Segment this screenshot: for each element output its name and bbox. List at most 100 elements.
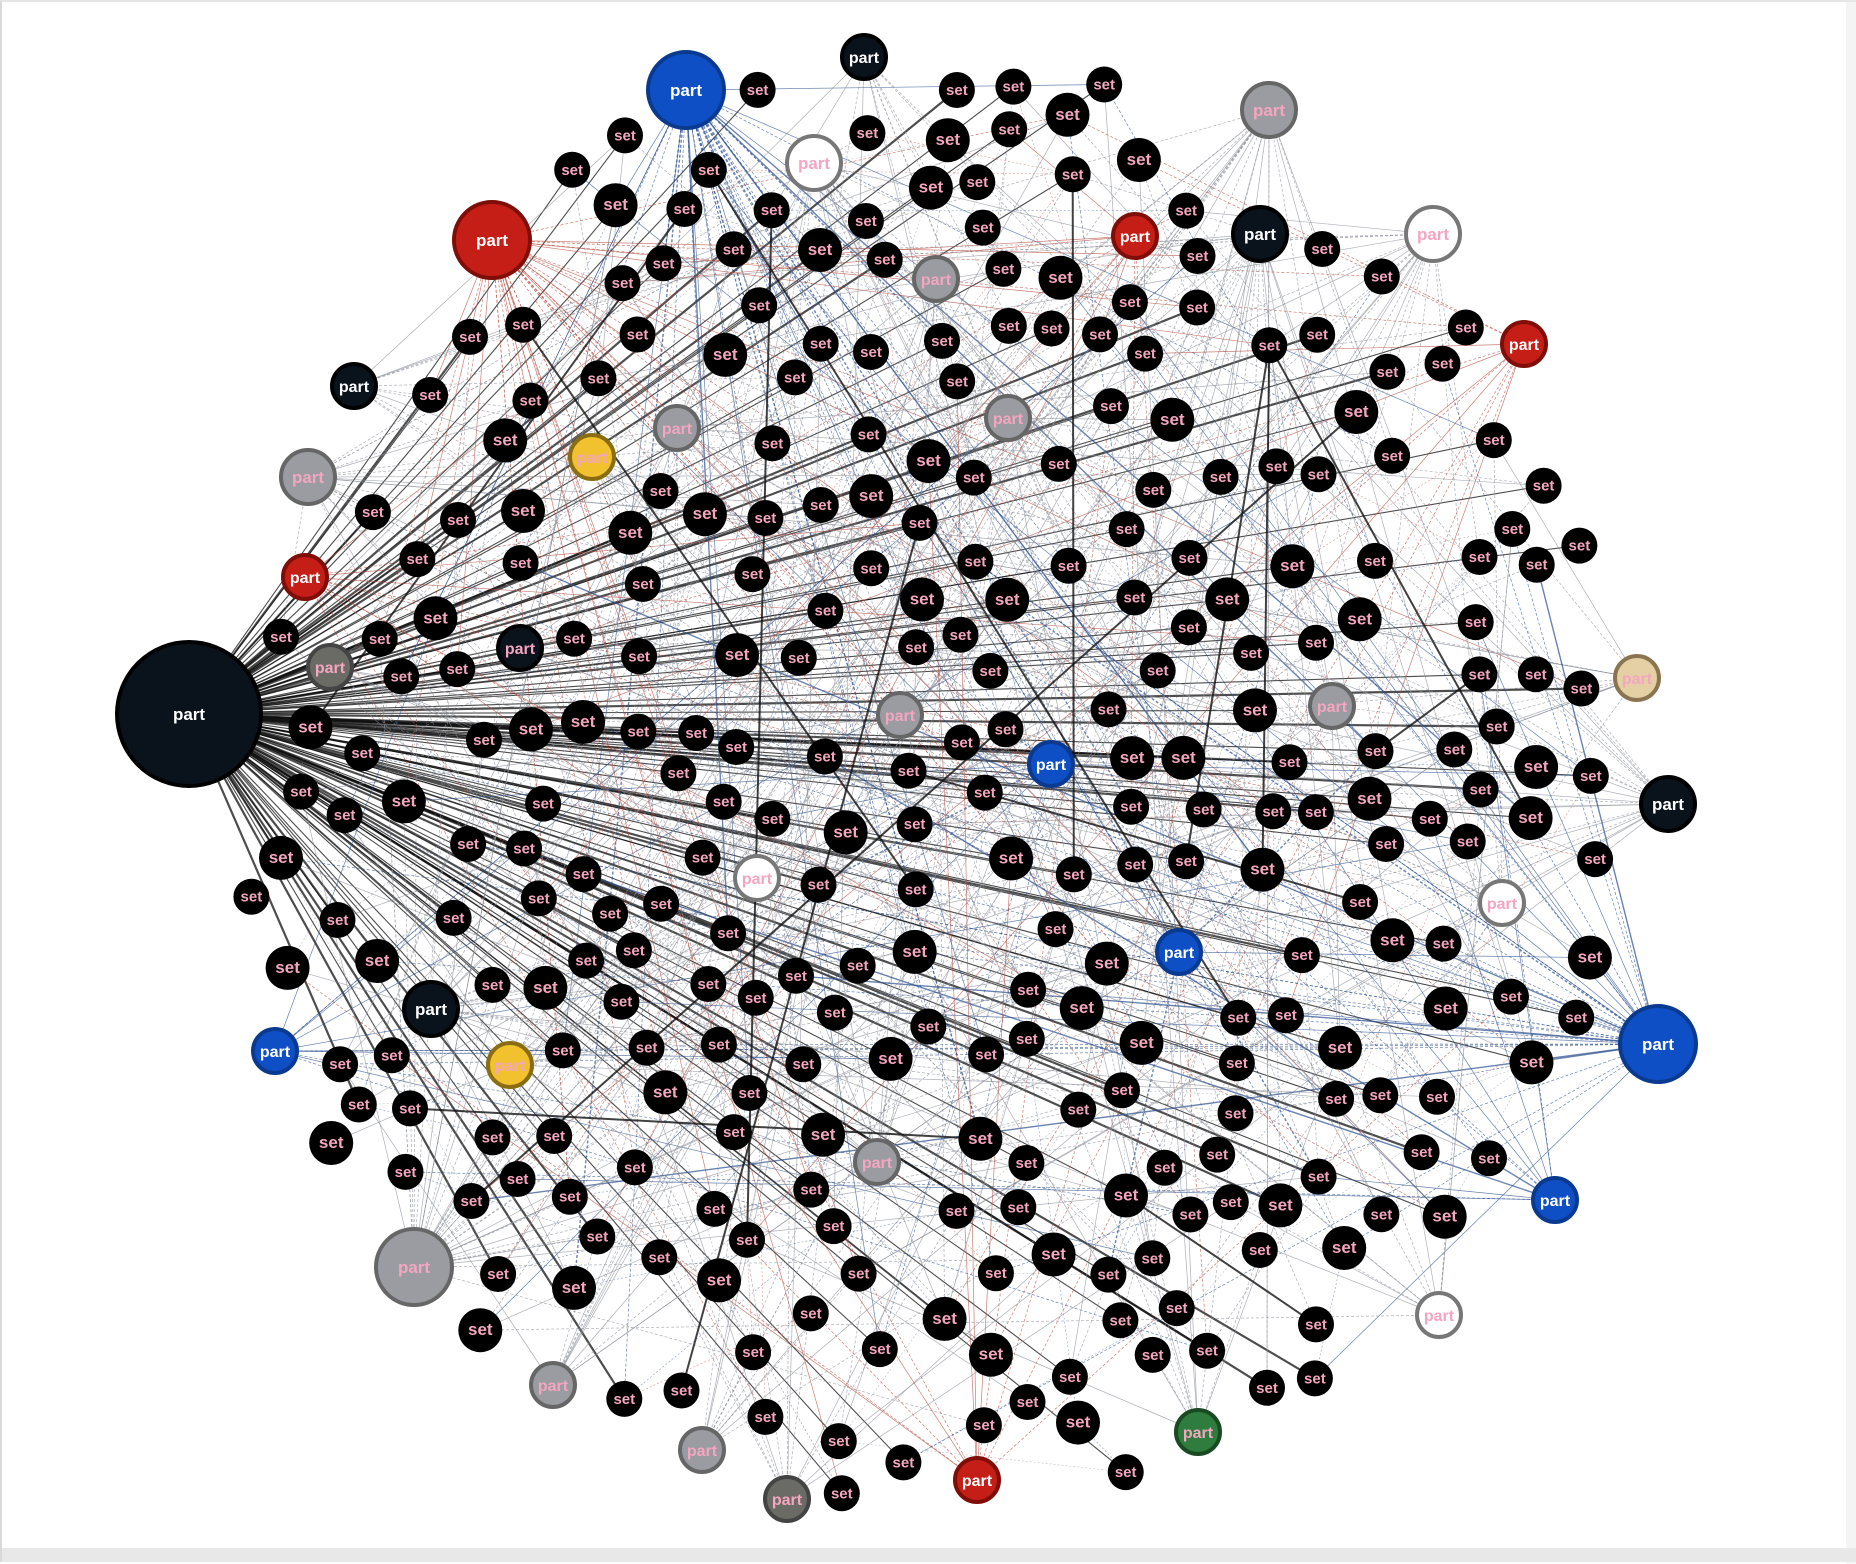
set-node[interactable]: set — [388, 1154, 424, 1190]
set-node[interactable]: set — [1342, 884, 1378, 920]
set-node[interactable]: set — [1494, 511, 1530, 547]
set-node[interactable]: set — [1424, 987, 1468, 1031]
set-node[interactable]: set — [621, 638, 657, 674]
set-node[interactable]: set — [1008, 1145, 1044, 1181]
part-node-gray-center[interactable]: part — [878, 693, 922, 737]
set-node[interactable]: set — [1135, 1337, 1171, 1373]
set-node[interactable]: set — [606, 1381, 642, 1417]
set-node[interactable]: set — [1348, 777, 1392, 821]
set-node[interactable]: set — [944, 724, 980, 760]
set-node[interactable]: set — [452, 319, 488, 355]
set-node[interactable]: set — [1034, 311, 1070, 347]
set-node[interactable]: set — [985, 578, 1029, 622]
set-node[interactable]: set — [1090, 1257, 1126, 1293]
set-node[interactable]: set — [939, 72, 975, 108]
set-node[interactable]: set — [965, 210, 1001, 246]
set-node[interactable]: set — [643, 1070, 687, 1114]
set-node[interactable]: set — [988, 711, 1024, 747]
set-node[interactable]: set — [509, 707, 553, 751]
set-node[interactable]: set — [1563, 671, 1599, 707]
set-node[interactable]: set — [629, 1030, 665, 1066]
set-node[interactable]: set — [309, 1121, 353, 1165]
set-node[interactable]: set — [1052, 1359, 1088, 1395]
set-node[interactable]: set — [991, 308, 1027, 344]
set-node[interactable]: set — [1368, 826, 1404, 862]
part-node-red-topleft[interactable]: part — [454, 202, 530, 278]
set-node[interactable]: set — [803, 326, 839, 362]
set-node[interactable]: set — [1369, 354, 1405, 390]
set-node[interactable]: set — [907, 439, 951, 483]
part-node-gray-mid-top[interactable]: part — [986, 396, 1030, 440]
set-node[interactable]: set — [521, 880, 557, 916]
set-node[interactable]: set — [943, 617, 979, 653]
set-node[interactable]: set — [1171, 540, 1207, 576]
part-node-navy-lower-left[interactable]: part — [404, 982, 458, 1036]
part-node-blue-center[interactable]: part — [1029, 742, 1073, 786]
set-node[interactable]: set — [1189, 1333, 1225, 1369]
part-node-red-left[interactable]: part — [283, 555, 327, 599]
set-node[interactable]: set — [1526, 468, 1562, 504]
set-node[interactable]: set — [821, 1423, 857, 1459]
set-node[interactable]: set — [869, 1037, 913, 1081]
part-node-blue-mid[interactable]: part — [1157, 930, 1201, 974]
set-node[interactable]: set — [1038, 911, 1074, 947]
set-node[interactable]: set — [801, 1113, 845, 1157]
set-node[interactable]: set — [848, 203, 884, 239]
set-node[interactable]: set — [710, 915, 746, 951]
set-node[interactable]: set — [1108, 1454, 1144, 1490]
set-node[interactable]: set — [862, 1331, 898, 1367]
part-node-green-bottom[interactable]: part — [1176, 1410, 1220, 1454]
part-node-red-top[interactable]: part — [1113, 214, 1157, 258]
set-node[interactable]: set — [355, 939, 399, 983]
set-node[interactable]: set — [1113, 789, 1149, 825]
set-node[interactable]: set — [738, 980, 774, 1016]
set-node[interactable]: set — [785, 1046, 821, 1082]
set-node[interactable]: set — [958, 1117, 1002, 1161]
set-node[interactable]: set — [817, 995, 853, 1031]
set-node[interactable]: set — [1509, 796, 1553, 840]
set-node[interactable]: set — [893, 930, 937, 974]
set-node[interactable]: set — [475, 967, 511, 1003]
set-node[interactable]: set — [503, 545, 539, 581]
set-node[interactable]: set — [853, 550, 889, 586]
set-node[interactable]: set — [969, 1333, 1013, 1377]
set-node[interactable]: set — [266, 946, 310, 990]
set-node[interactable]: set — [1510, 1040, 1554, 1084]
set-node[interactable]: set — [926, 118, 970, 162]
set-node[interactable]: set — [1364, 259, 1400, 295]
set-node[interactable]: set — [1091, 691, 1127, 727]
part-node-gray-top[interactable]: part — [914, 257, 958, 301]
set-node[interactable]: set — [1117, 138, 1161, 182]
set-node[interactable]: set — [957, 544, 993, 580]
set-node[interactable]: set — [1518, 656, 1554, 692]
set-node[interactable]: set — [1127, 336, 1163, 372]
set-node[interactable]: set — [754, 192, 790, 228]
part-node-gray-left[interactable]: part — [281, 450, 335, 504]
set-node[interactable]: set — [666, 191, 702, 227]
set-node[interactable]: set — [910, 1009, 946, 1045]
set-node[interactable]: set — [580, 360, 616, 396]
set-node[interactable]: set — [967, 775, 1003, 811]
set-node[interactable]: set — [466, 722, 502, 758]
set-node[interactable]: set — [898, 629, 934, 665]
set-node[interactable]: set — [561, 700, 605, 744]
set-node[interactable]: set — [1171, 609, 1207, 645]
part-node-hub[interactable]: part — [117, 642, 261, 786]
set-node[interactable]: set — [1082, 316, 1118, 352]
set-node[interactable]: set — [747, 1399, 783, 1435]
set-node[interactable]: set — [991, 111, 1027, 147]
set-node[interactable]: set — [620, 714, 656, 750]
set-node[interactable]: set — [1318, 1081, 1354, 1117]
part-node-blue-top[interactable]: part — [648, 52, 724, 128]
set-node[interactable]: set — [1000, 1189, 1036, 1225]
set-node[interactable]: set — [697, 1258, 741, 1302]
set-node[interactable]: set — [1362, 1077, 1398, 1113]
set-node[interactable]: set — [715, 633, 759, 677]
set-node[interactable]: set — [233, 879, 269, 915]
set-node[interactable]: set — [740, 72, 776, 108]
set-node[interactable]: set — [579, 1219, 615, 1255]
set-node[interactable]: set — [439, 651, 475, 687]
set-node[interactable]: set — [1322, 1226, 1366, 1270]
set-node[interactable]: set — [1112, 284, 1148, 320]
set-node[interactable]: set — [924, 323, 960, 359]
